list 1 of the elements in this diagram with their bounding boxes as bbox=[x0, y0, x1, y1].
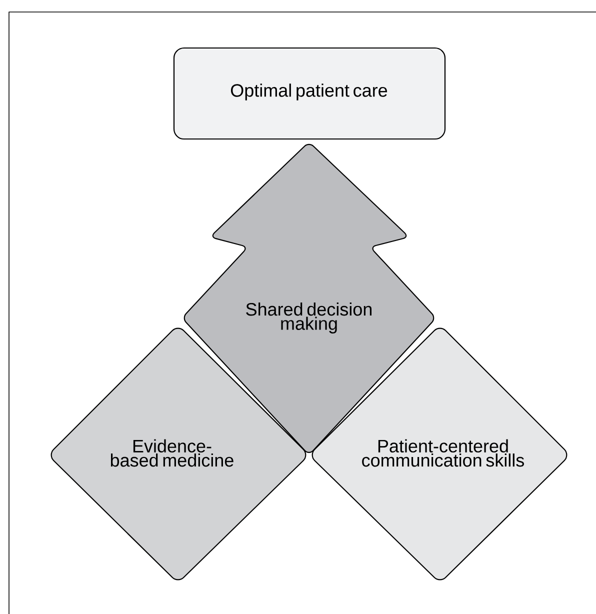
outcome-box: Optimal patient care bbox=[173, 47, 446, 140]
